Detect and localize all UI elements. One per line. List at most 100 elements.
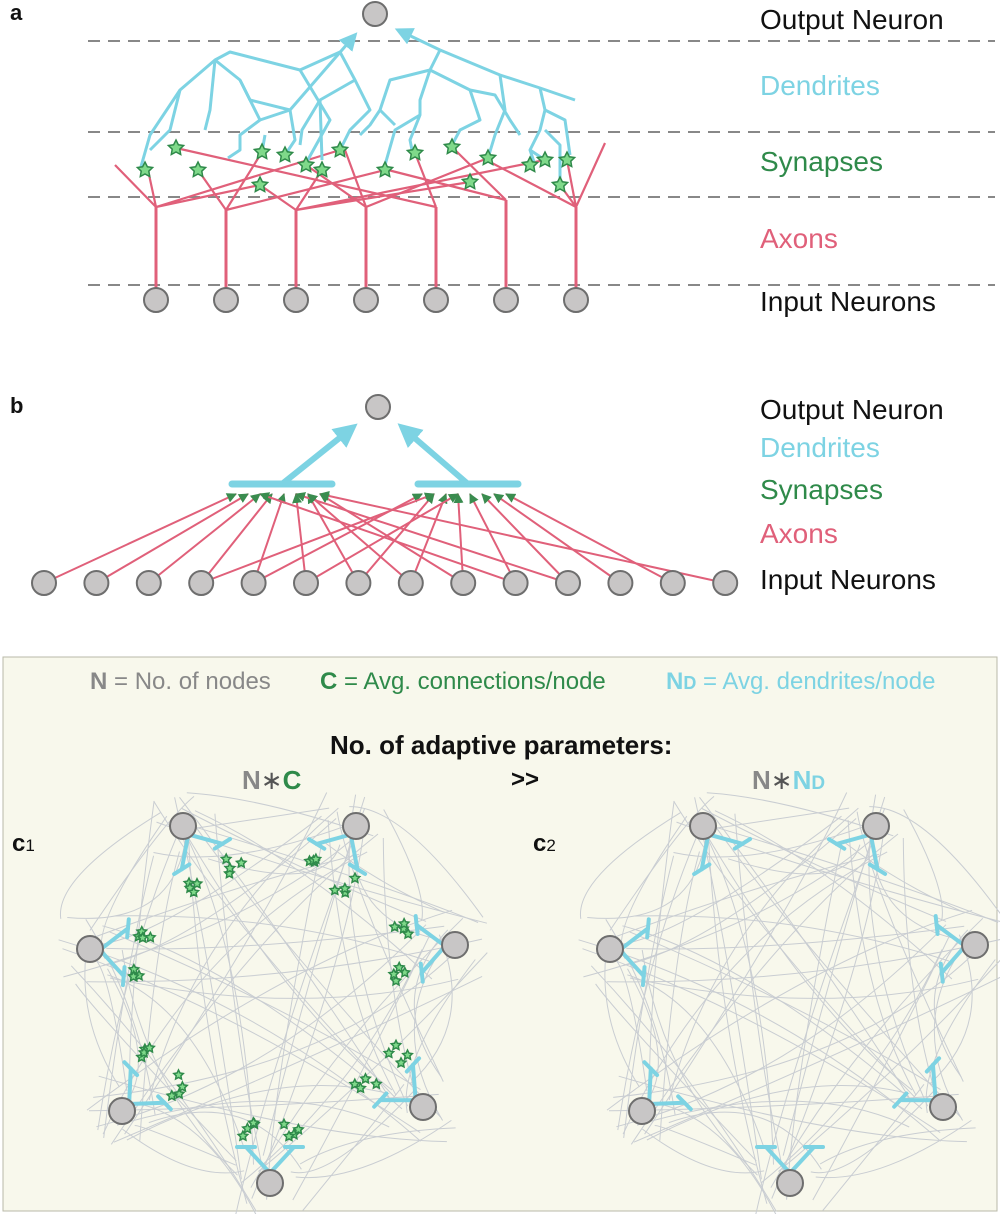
dendrite-branch (934, 923, 968, 949)
dendrite-bar (692, 862, 712, 877)
synapse-star (172, 1068, 185, 1081)
graph-edge (89, 796, 195, 931)
graph-edge (299, 1127, 456, 1165)
label-axons-a: Axons (760, 223, 838, 254)
synapse-star (143, 1041, 156, 1054)
dendrite-bar (933, 914, 940, 936)
input-neuron (135, 570, 162, 596)
graph-edge (241, 949, 423, 1183)
graph-edge (786, 843, 843, 1200)
dendrite-bar (122, 1060, 140, 1078)
dendrite-bar (938, 961, 945, 984)
dendrite-bar (642, 1060, 660, 1078)
synapse-star (359, 1072, 372, 1085)
graph-edge (336, 811, 444, 1082)
graph-node (169, 812, 197, 840)
panel-b-diagram (31, 394, 739, 596)
graph-edge (659, 851, 700, 1141)
graph-edge (903, 809, 943, 921)
input-neuron (563, 287, 589, 313)
output-neuron (362, 1, 388, 27)
synapse-star (143, 930, 157, 943)
input-neuron (143, 287, 169, 313)
dendrite-branch (834, 832, 873, 846)
dendrite-branch (414, 923, 448, 949)
output-neuron (365, 394, 391, 420)
graph-edge (616, 924, 947, 1128)
axon-connection (505, 493, 674, 584)
synapse-star (252, 142, 272, 160)
label-output-neuron-a: Output Neuron (760, 4, 944, 35)
graph-edge (327, 819, 397, 1096)
synapse-star (296, 155, 316, 173)
graph-edge (622, 818, 857, 967)
synapse-star (188, 160, 208, 178)
graph-edge (139, 851, 180, 1141)
dendrite-branch (706, 832, 745, 846)
graph-edge (595, 983, 757, 1162)
graph-edge (292, 937, 430, 1201)
subpanel-label-c2: c2 (533, 830, 556, 858)
synapse-star (166, 138, 186, 156)
axon-connection (259, 492, 516, 584)
legend-nodes: N = No. of nodes (90, 668, 271, 696)
c2-letter: c (533, 830, 547, 857)
axon-connection (357, 493, 435, 584)
synapse-star (338, 881, 352, 895)
graph-edge (615, 959, 648, 1092)
graph-node (929, 1093, 957, 1121)
graph-edge (182, 828, 393, 1091)
synapse-star (309, 852, 323, 865)
graph-edge (613, 956, 971, 1098)
graph-edge (124, 792, 328, 1135)
dendrite-branch (419, 944, 448, 975)
graph-edge (605, 853, 879, 941)
dendrite-bar (125, 917, 131, 940)
graph-node (961, 931, 989, 959)
graph-edge (607, 939, 1000, 983)
synapse-star (292, 1122, 305, 1135)
network-graph-c1 (58, 792, 488, 1214)
graph-edge (644, 792, 848, 1135)
formula-left-operator: ∗ (260, 765, 283, 795)
dendrite-bar (867, 862, 888, 876)
graph-edge (98, 1075, 447, 1143)
graph-edge (134, 1124, 237, 1166)
dendrite-bar (212, 837, 233, 851)
graph-edge (258, 952, 488, 1172)
synapse-star (328, 883, 342, 896)
network-graph-c2 (578, 792, 1000, 1214)
graph-edge (847, 819, 917, 1096)
graph-edge (629, 931, 941, 1091)
legend-nd-symbol: N (666, 668, 684, 695)
graph-edge (902, 837, 941, 1109)
label-dendrites-a: Dendrites (760, 70, 880, 101)
graph-node (689, 812, 717, 840)
dendrite-branch (127, 1100, 167, 1106)
dendrite-branch (617, 947, 646, 979)
formula-right: N∗ND (752, 765, 825, 796)
synapse-star (460, 172, 480, 190)
dendrite-branch (244, 1145, 272, 1175)
label-input-neurons-b: Input Neurons (760, 564, 936, 595)
input-neuron (353, 287, 379, 313)
dendrite-bar (826, 837, 847, 851)
graph-edge (75, 983, 237, 1162)
axon-connection (292, 493, 307, 584)
synapse-star (282, 1129, 296, 1142)
synapse-star (187, 885, 201, 898)
synapse-markers (135, 137, 577, 193)
axon-connection (148, 493, 261, 584)
dendrite-bar (640, 965, 647, 988)
synapse-star (392, 960, 406, 973)
synapse-star (236, 1129, 250, 1142)
dendrite-branch (97, 947, 126, 979)
dendrite-bar (732, 837, 753, 851)
graph-edge (290, 1089, 416, 1174)
axon-connection (295, 492, 569, 584)
graph-edge (609, 796, 715, 931)
dendrite-branch (127, 1066, 133, 1106)
input-neurons (31, 570, 739, 596)
synapse-star (135, 160, 155, 178)
